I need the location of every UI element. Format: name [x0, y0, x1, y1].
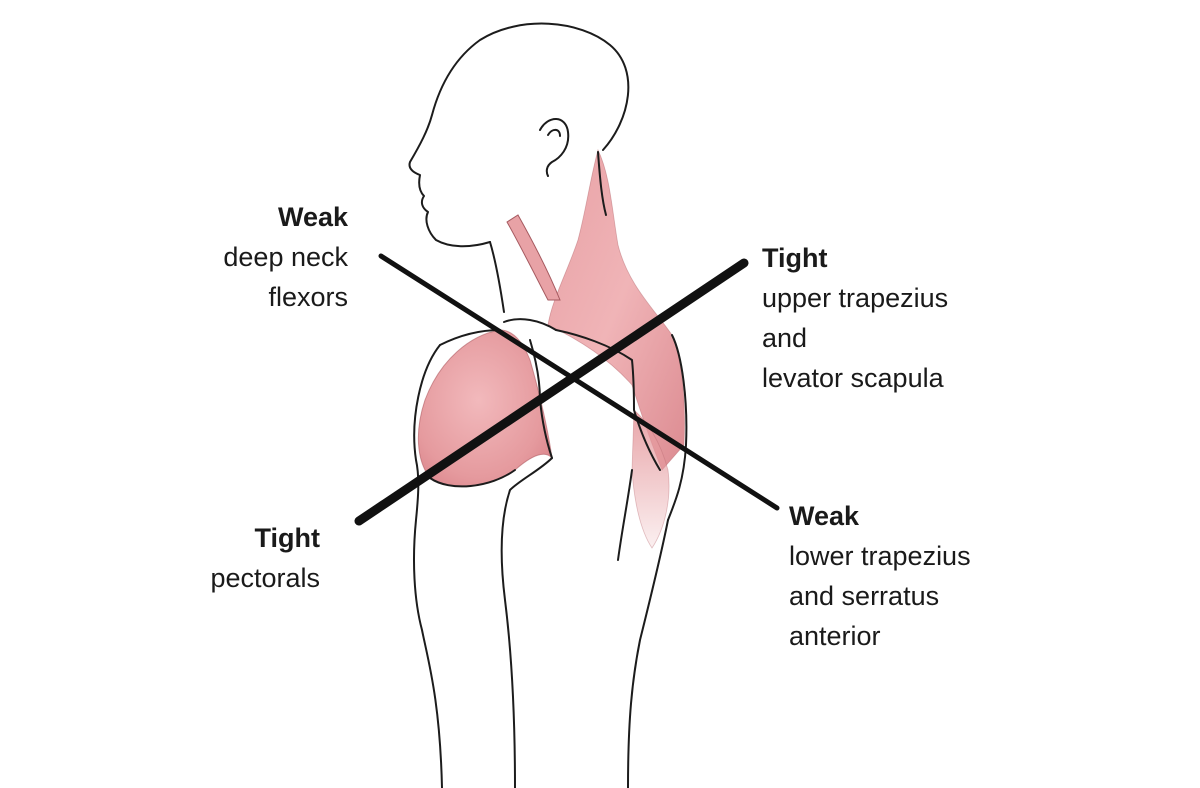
label-line: flexors: [268, 282, 348, 312]
label-line: deep neck: [223, 242, 348, 272]
label-line: and serratus: [789, 581, 940, 611]
label-line: lower trapezius: [789, 541, 971, 571]
lower-trapezius-muscle: [631, 409, 670, 549]
upper-trapezius-muscle: [547, 148, 685, 471]
tight-pectorals-label: Tight pectorals: [210, 518, 320, 598]
weak-diagonal-line: [378, 253, 780, 511]
label-line: anterior: [789, 621, 881, 651]
label-heading: Weak: [277, 202, 348, 232]
weak-lower-trapezius-label: Weak lower trapezius and serratus anteri…: [789, 496, 971, 656]
label-heading: Weak: [789, 501, 860, 531]
label-line: upper trapezius: [762, 283, 949, 313]
tight-upper-trapezius-label: Tight upper trapezius and levator scapul…: [762, 238, 948, 398]
body-outline: [408, 22, 688, 788]
label-heading: Tight: [762, 243, 828, 273]
label-line: pectorals: [210, 563, 320, 593]
label-heading: Tight: [254, 523, 320, 553]
weak-deep-neck-flexors-label: Weak deep neck flexors: [223, 197, 348, 317]
levator-scapula-muscle: [506, 214, 561, 301]
tight-diagonal-line: [354, 258, 749, 526]
label-line: levator scapula: [762, 363, 944, 393]
label-line: and: [762, 323, 808, 353]
